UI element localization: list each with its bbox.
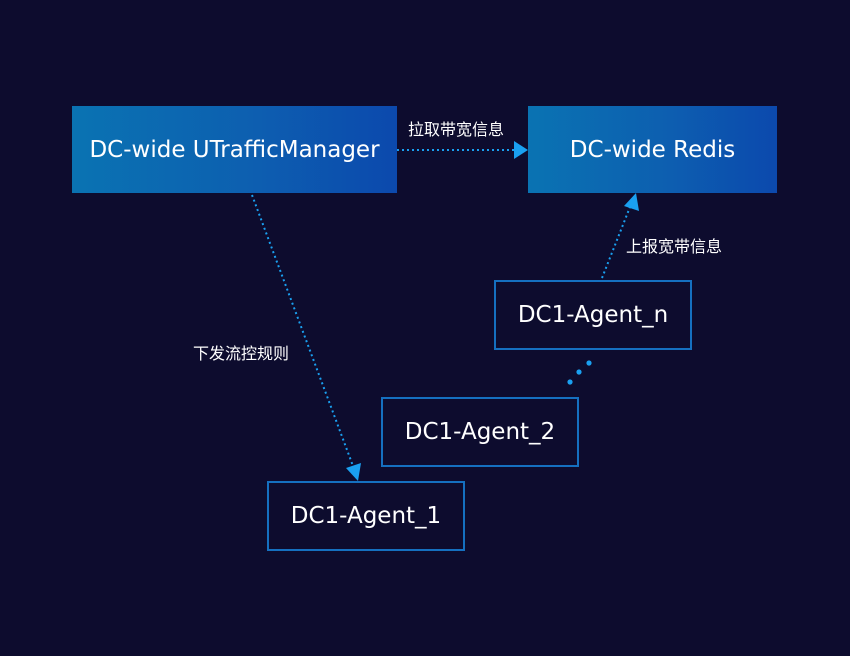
push-rules-label: 下发流控规则 — [193, 344, 290, 363]
agent-1-label: DC1-Agent_1 — [290, 503, 442, 529]
pull-bandwidth-label: 拉取带宽信息 — [408, 120, 505, 139]
redis-node: DC-wide Redis — [528, 106, 777, 193]
agent-n-node: DC1-Agent_n — [494, 280, 692, 350]
traffic-manager-label: DC-wide UTrafficManager — [89, 136, 380, 163]
ellipsis-dots — [567, 360, 592, 385]
agent-2-label: DC1-Agent_2 — [404, 419, 556, 445]
agent-2-node: DC1-Agent_2 — [381, 397, 579, 467]
push-rules-arrowhead — [346, 463, 361, 481]
agent-1-node: DC1-Agent_1 — [267, 481, 465, 551]
report-bandwidth-arrowhead — [624, 193, 639, 211]
redis-label: DC-wide Redis — [569, 136, 736, 163]
push-rules-arrow-line — [251, 194, 354, 467]
pull-bandwidth-arrowhead — [514, 141, 528, 159]
agent-n-label: DC1-Agent_n — [517, 302, 669, 328]
report-bandwidth-label: 上报宽带信息 — [626, 237, 723, 256]
traffic-manager-node: DC-wide UTrafficManager — [72, 106, 397, 193]
